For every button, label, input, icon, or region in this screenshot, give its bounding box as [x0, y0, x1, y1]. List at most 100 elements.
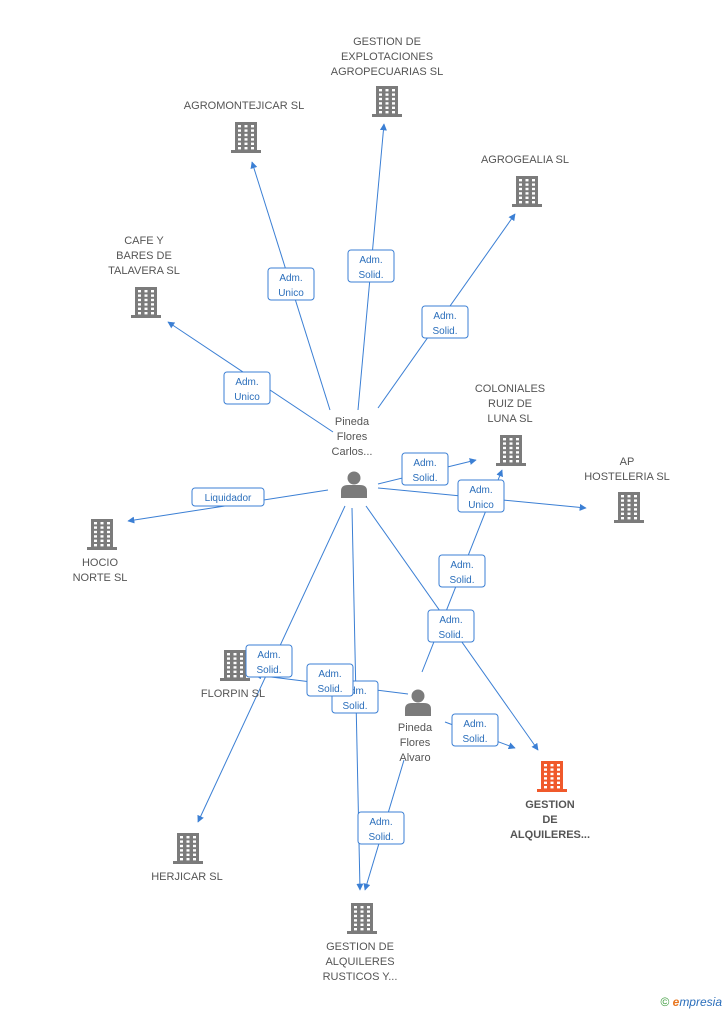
edge-role-box	[267, 267, 315, 301]
building-icon	[87, 519, 117, 550]
edge-role-text: Solid.	[256, 665, 281, 676]
node-florpin[interactable]: FLORPIN SL	[201, 650, 265, 700]
edge-role-text: Adm.	[469, 485, 492, 496]
edge-role-box	[347, 249, 395, 283]
edge-role-text: Solid.	[438, 630, 463, 641]
building-icon	[220, 650, 250, 681]
node-label: Alvaro	[399, 752, 430, 764]
building-icon	[347, 903, 377, 934]
node-hocio[interactable]: HOCIO NORTE SL	[73, 519, 128, 584]
edge-role-label[interactable]: Adm. Solid.	[357, 811, 405, 845]
edge-role-label[interactable]: Adm. Solid.	[401, 452, 449, 486]
node-label: AGROGEALIA SL	[481, 154, 569, 166]
brand-logo-e: e	[672, 995, 680, 1009]
edge-role-text: Adm.	[359, 255, 382, 266]
node-label: AGROPECUARIAS SL	[331, 66, 443, 78]
node-gestion-explot[interactable]: GESTION DE EXPLOTACIONES AGROPECUARIAS SL	[331, 36, 443, 117]
edge-role-text: Solid.	[462, 734, 487, 745]
edge-role-box	[401, 452, 449, 486]
edge-role-text: Solid.	[358, 270, 383, 281]
building-icon	[173, 833, 203, 864]
edge-role-box	[306, 663, 354, 697]
edge-role-text: Adm.	[235, 377, 258, 388]
node-label: DE	[542, 814, 557, 826]
edge-role-text: Solid.	[449, 575, 474, 586]
edge-role-text: Adm.	[279, 273, 302, 284]
node-label: EXPLOTACIONES	[341, 51, 433, 63]
node-label: Flores	[400, 737, 431, 749]
person-icon	[341, 471, 367, 498]
node-label: NORTE SL	[73, 572, 128, 584]
edge-role-text: Solid.	[368, 832, 393, 843]
node-label: Pineda	[335, 416, 370, 428]
node-label: COLONIALES	[475, 383, 545, 395]
building-icon	[496, 435, 526, 466]
edge-role-box	[451, 713, 499, 747]
edge-role-label[interactable]: Adm. Solid.	[347, 249, 395, 283]
edge-role-label[interactable]: Adm. Unico	[223, 371, 271, 405]
edge-role-text: Adm.	[439, 615, 462, 626]
edge-role-box	[191, 487, 265, 507]
edge-role-label[interactable]: Adm. Solid.	[451, 713, 499, 747]
node-label: BARES DE	[116, 250, 172, 262]
node-agromontejicar[interactable]: AGROMONTEJICAR SL	[184, 100, 304, 153]
node-gestion-main[interactable]: GESTIONDEALQUILERES...	[510, 761, 590, 841]
edge-role-text: Solid.	[342, 701, 367, 712]
edge-role-text: Unico	[234, 392, 260, 403]
node-label: Pineda	[398, 722, 433, 734]
node-label: ALQUILERES...	[510, 829, 590, 841]
edge-role-label[interactable]: Adm.Solid.	[306, 663, 354, 697]
node-herjicar[interactable]: HERJICAR SL	[151, 833, 223, 883]
building-icon	[537, 761, 567, 792]
edge-role-text: Adm.	[463, 719, 486, 730]
node-label: AGROMONTEJICAR SL	[184, 100, 304, 112]
node-label: HERJICAR SL	[151, 871, 223, 883]
building-icon	[512, 176, 542, 207]
edge-role-label[interactable]: Adm. Solid.	[245, 644, 293, 678]
edge-role-label[interactable]: Adm. Solid.	[427, 609, 475, 643]
edge-role-text: Solid.	[317, 684, 342, 695]
edge-role-text: Adm.	[369, 817, 392, 828]
edge-role-text: Adm.	[433, 311, 456, 322]
building-icon	[372, 86, 402, 117]
edge-role-text: Adm.	[257, 650, 280, 661]
edge-role-text: Unico	[468, 500, 494, 511]
edge-role-label[interactable]: Liquidador	[191, 487, 265, 507]
edge-role-box	[457, 479, 505, 513]
node-label: ALQUILERES	[325, 956, 394, 968]
node-label: HOCIO	[82, 557, 119, 569]
node-label: GESTION DE	[326, 941, 394, 953]
node-label: TALAVERA SL	[108, 265, 180, 277]
copyright-footer: © empresia	[660, 995, 722, 1009]
edge-role-text: Solid.	[412, 473, 437, 484]
edge-role-text: Adm.	[450, 560, 473, 571]
node-agrogealia[interactable]: AGROGEALIA SL	[481, 154, 569, 207]
node-label: AP	[620, 456, 635, 468]
edge-role-text: Adm.	[413, 458, 436, 469]
edge-role-text: Adm.	[343, 686, 366, 697]
edge-role-label[interactable]: Adm. Solid.	[438, 554, 486, 588]
node-label: Carlos...	[332, 446, 373, 458]
edge-role-label[interactable]: Adm. Solid.	[421, 305, 469, 339]
edge-role-text: Unico	[278, 288, 304, 299]
node-label: HOSTELERIA SL	[584, 471, 670, 483]
node-label: FLORPIN SL	[201, 688, 265, 700]
node-label: Flores	[337, 431, 368, 443]
edge-role-text: Solid.	[432, 326, 457, 337]
edge-role-box	[438, 554, 486, 588]
copyright-icon: ©	[660, 995, 670, 1009]
node-ap[interactable]: AP HOSTELERIA SL	[584, 456, 670, 523]
node-label: GESTION DE	[353, 36, 421, 48]
edge-role-label[interactable]: Adm. Unico	[457, 479, 505, 513]
building-icon	[231, 122, 261, 153]
edge-role-box	[223, 371, 271, 405]
node-label: RUIZ DE	[488, 398, 532, 410]
edge-role-label[interactable]: Adm. Unico	[267, 267, 315, 301]
building-icon	[614, 492, 644, 523]
node-pineda-carlos[interactable]: PinedaFloresCarlos...	[332, 416, 373, 498]
